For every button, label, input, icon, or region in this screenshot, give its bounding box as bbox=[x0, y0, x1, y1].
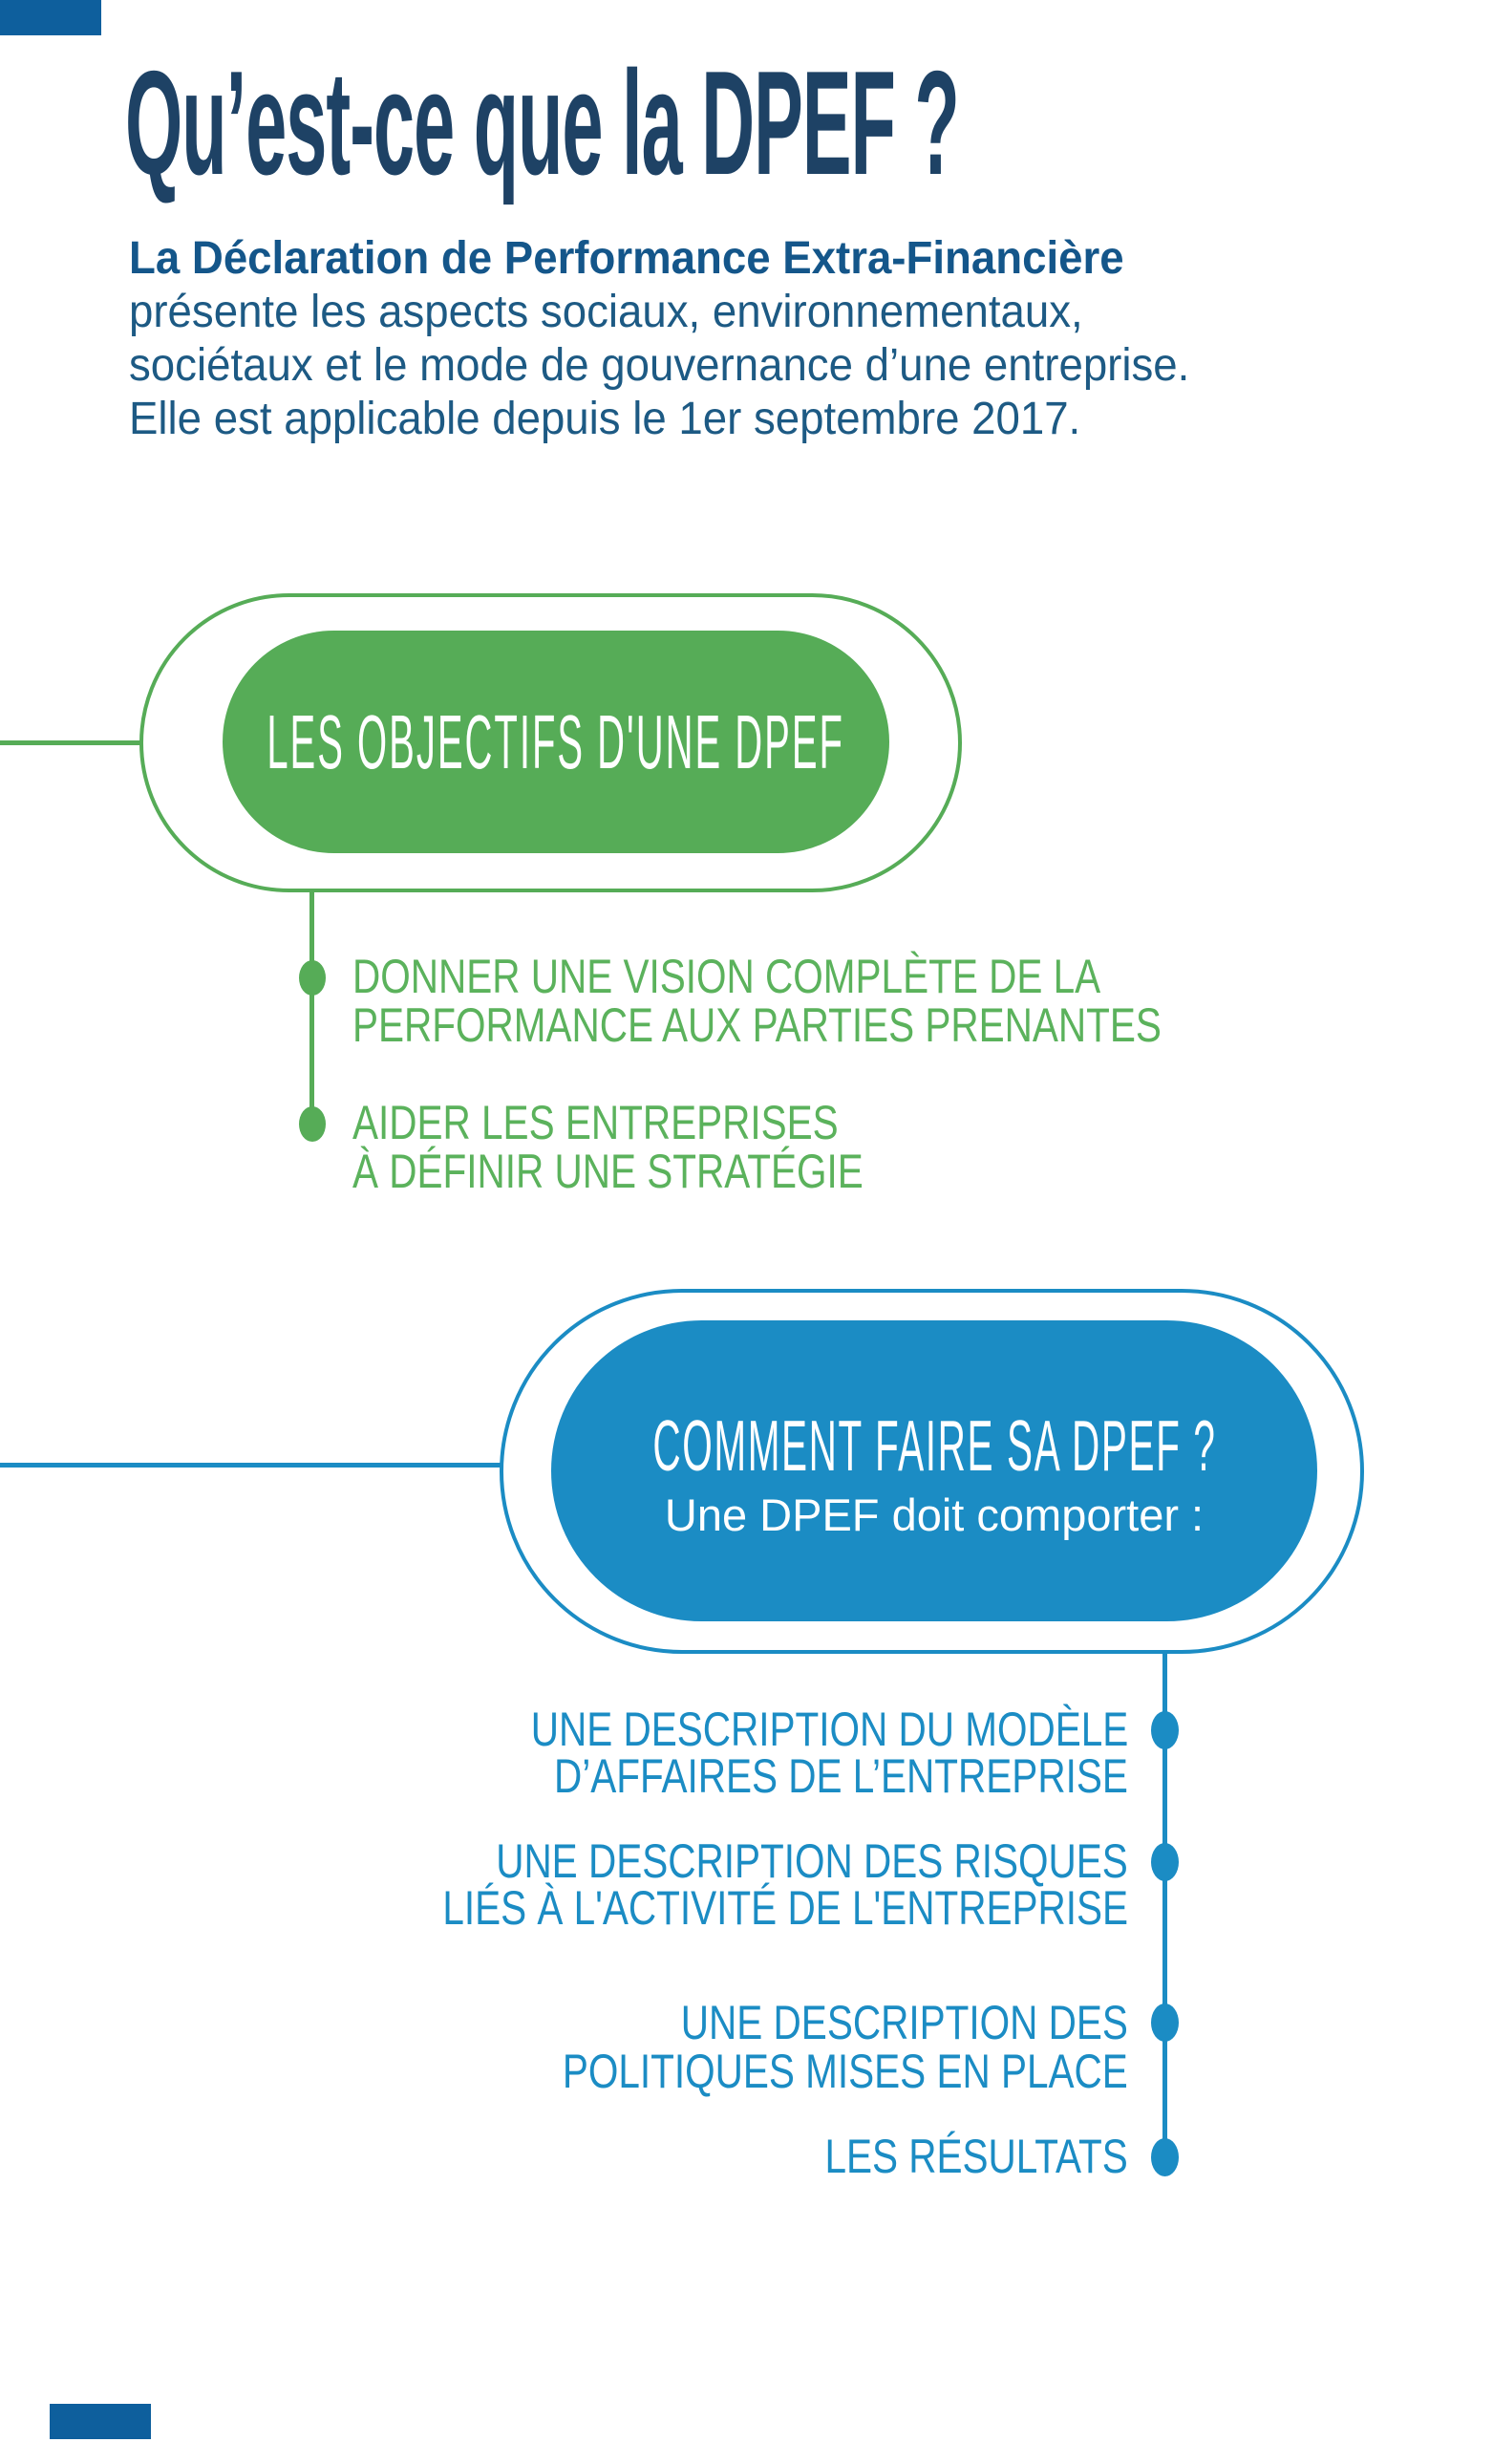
green-bullet-dot bbox=[299, 960, 326, 996]
how-item: LES RÉSULTATS bbox=[754, 2130, 1128, 2183]
title-accent-bar-right bbox=[0, 0, 101, 35]
intro-lead-line: La Déclaration de Performance Extra-Fina… bbox=[129, 233, 1124, 284]
objective-item: AIDER LES ENTREPRISES À DÉFINIR UNE STRA… bbox=[352, 1099, 983, 1196]
how-item-line: UNE DESCRIPTION DES bbox=[680, 1996, 1128, 2049]
blue-bullet-dot bbox=[1151, 1711, 1179, 1749]
blue-bullet-dot bbox=[1151, 2138, 1179, 2176]
objective-item-line: AIDER LES ENTREPRISES bbox=[352, 1096, 839, 1149]
page-title-text: Qu’est-ce que la DPEF ? bbox=[125, 40, 960, 205]
bottom-accent-bar bbox=[50, 2404, 151, 2439]
how-item-line: POLITIQUES MISES EN PLACE bbox=[563, 2045, 1128, 2098]
objective-item: DONNER UNE VISION COMPLÈTE DE LA PERFORM… bbox=[352, 953, 1352, 1050]
objectives-pill-title: LES OBJECTIFS D'UNE DPEF bbox=[267, 698, 845, 784]
page-title: Qu’est-ce que la DPEF ? bbox=[125, 48, 1493, 201]
green-bullet-dot bbox=[299, 1106, 326, 1142]
how-item-line: UNE DESCRIPTION DU MODÈLE bbox=[530, 1703, 1128, 1756]
objective-item-line: DONNER UNE VISION COMPLÈTE DE LA bbox=[352, 950, 1101, 1003]
objective-item-line: PERFORMANCE AUX PARTIES PRENANTES bbox=[352, 998, 1162, 1052]
how-item-line: LIÉS À L'ACTIVITÉ DE L'ENTREPRISE bbox=[442, 1881, 1128, 1935]
green-timeline-line bbox=[309, 892, 314, 1126]
blue-timeline-line bbox=[1162, 1652, 1167, 2159]
how-item: UNE DESCRIPTION DES RISQUES LIÉS À L'ACT… bbox=[282, 1834, 1128, 1935]
intro-paragraph: La Déclaration de Performance Extra-Fina… bbox=[129, 232, 1246, 446]
blue-bullet-dot bbox=[1151, 1843, 1179, 1881]
how-item: UNE DESCRIPTION DES POLITIQUES MISES EN … bbox=[430, 1999, 1128, 2096]
how-item: UNE DESCRIPTION DU MODÈLE D’AFFAIRES DE … bbox=[391, 1703, 1128, 1803]
intro-line: présente les aspects sociaux, environnem… bbox=[129, 287, 1083, 337]
blue-bullet-dot bbox=[1151, 2003, 1179, 2042]
blue-connector-line bbox=[0, 1463, 503, 1468]
intro-line: Elle est applicable depuis le 1er septem… bbox=[129, 394, 1081, 444]
objectives-pill: LES OBJECTIFS D'UNE DPEF bbox=[223, 631, 889, 853]
how-pill-title: COMMENT FAIRE SA DPEF ? bbox=[651, 1404, 1217, 1486]
how-pill-subtitle: Une DPEF doit comporter : bbox=[664, 1489, 1205, 1540]
how-item-line: UNE DESCRIPTION DES RISQUES bbox=[496, 1834, 1128, 1888]
how-item-line: D’AFFAIRES DE L’ENTREPRISE bbox=[554, 1749, 1128, 1803]
green-connector-line bbox=[0, 740, 141, 745]
objective-item-line: À DÉFINIR UNE STRATÉGIE bbox=[352, 1145, 864, 1198]
how-pill: COMMENT FAIRE SA DPEF ? Une DPEF doit co… bbox=[551, 1320, 1317, 1621]
intro-line: sociétaux et le mode de gouvernance d’un… bbox=[129, 340, 1190, 391]
how-item-line: LES RÉSULTATS bbox=[824, 2130, 1128, 2183]
